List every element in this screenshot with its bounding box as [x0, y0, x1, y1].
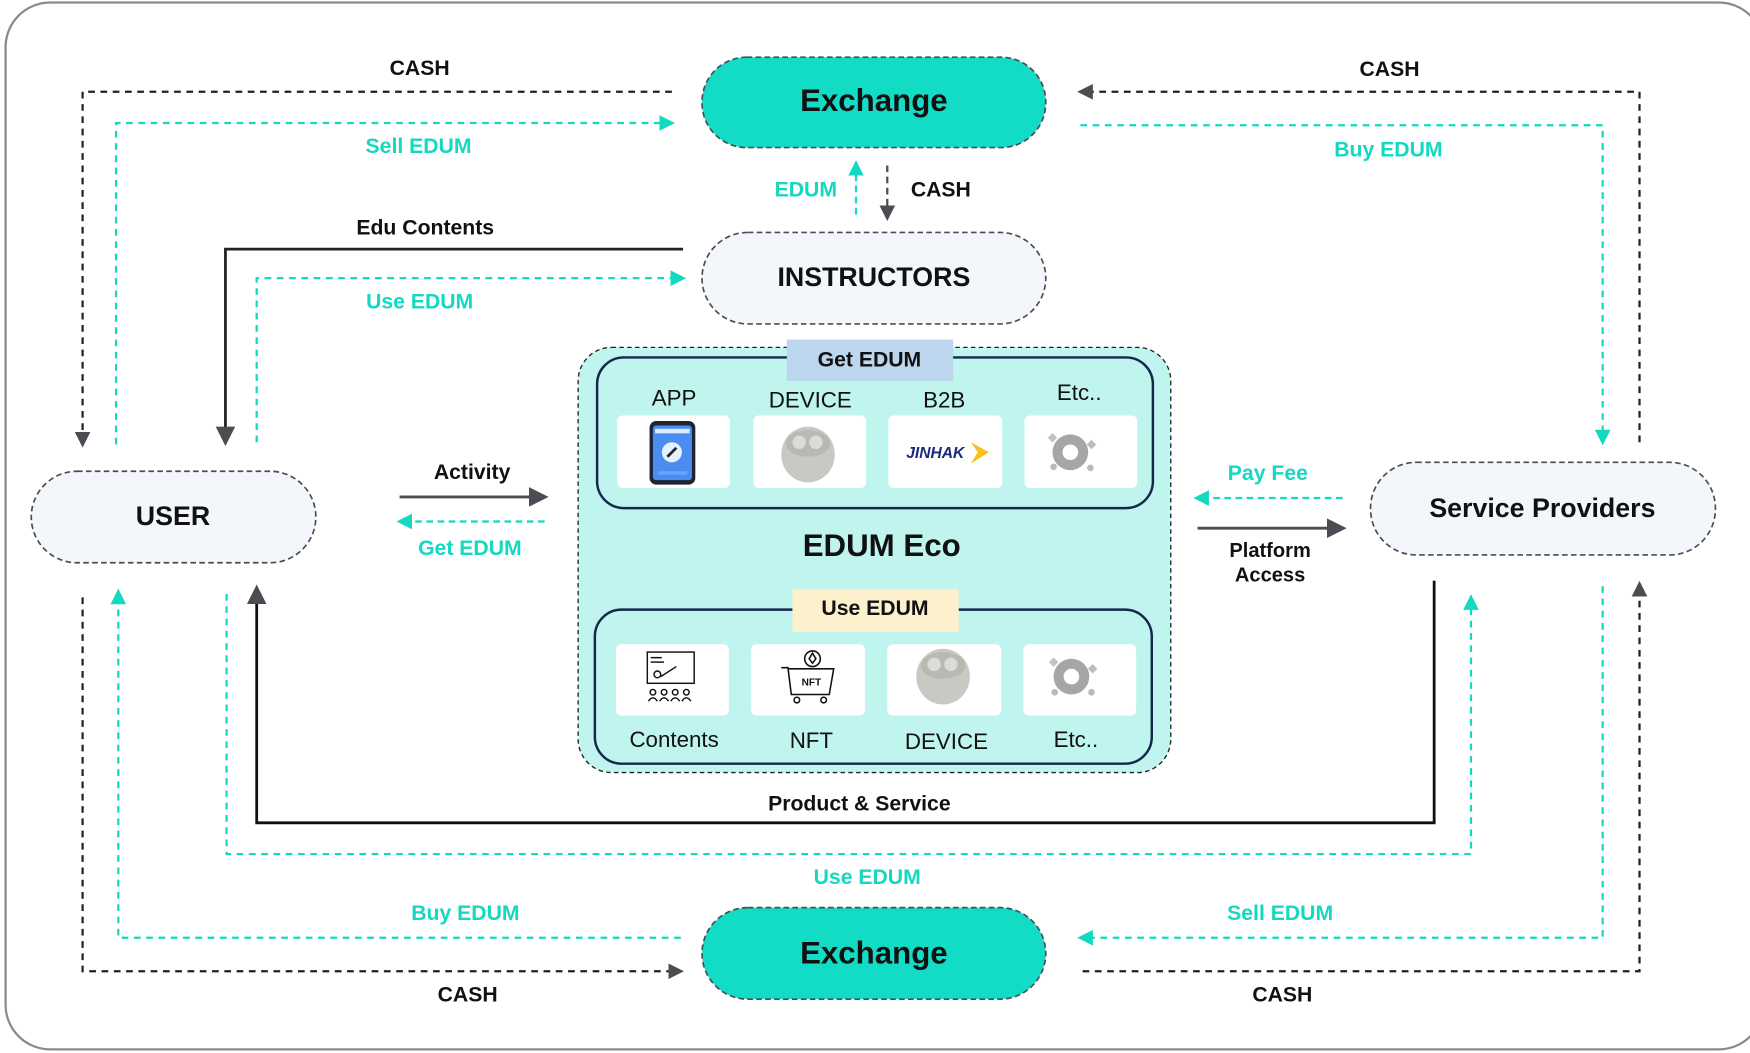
edum-eco-panel: EDUM Eco Get EDUM APP DEVICE B2B Etc.. [577, 339, 1172, 774]
flow-sp-exchange-top: CASH Buy EDUM [1077, 58, 1641, 446]
flow-product-service: Product & Service [246, 580, 1436, 825]
buy-edum-line-bottom-left [110, 588, 681, 939]
label-pay-fee: Pay Fee [1228, 462, 1308, 485]
get-item-app[interactable] [617, 415, 730, 488]
use-item-label: NFT [790, 728, 834, 753]
product-service-line [246, 580, 1436, 825]
sell-edum-line-top-left [114, 115, 675, 445]
flow-use-edum-bottom: Use EDUM [225, 594, 1479, 889]
use-item-label: Etc.. [1054, 727, 1099, 752]
label-exchange-edum: EDUM [775, 179, 837, 202]
get-edum-section: Get EDUM APP DEVICE B2B Etc.. [595, 339, 1155, 510]
label-bottom-left-buy: Buy EDUM [411, 902, 519, 925]
flow-exchange-instructors: EDUM CASH [775, 160, 971, 222]
jinhak-logo-icon: JINHAK [906, 442, 989, 464]
label-product-service: Product & Service [768, 793, 951, 816]
get-item-etc[interactable] [1024, 415, 1138, 488]
svg-text:NFT: NFT [802, 678, 822, 689]
service-providers-label: Service Providers [1429, 493, 1655, 523]
flow-user-exchange-bottom: Buy EDUM CASH [81, 588, 684, 1006]
flow-user-eco: Activity Get EDUM [396, 461, 549, 560]
earbuds-device-icon [916, 648, 970, 705]
exchange-top-label: Exchange [800, 83, 948, 118]
buy-edum-line-top-right [1080, 124, 1611, 446]
node-instructors[interactable]: INSTRUCTORS [701, 231, 1047, 325]
misc-crypto-icon [1048, 657, 1098, 696]
smartphone-app-icon [649, 421, 696, 485]
label-use-edum-bottom: Use EDUM [814, 866, 921, 889]
get-item-device[interactable] [753, 415, 867, 488]
label-top-right-buy: Buy EDUM [1334, 139, 1442, 162]
get-edum-tag [786, 339, 954, 381]
label-exchange-cash: CASH [911, 179, 971, 202]
get-item-label: Etc.. [1057, 380, 1102, 405]
use-item-contents[interactable] [616, 644, 729, 716]
lecture-contents-icon [646, 651, 695, 702]
node-exchange-top[interactable]: Exchange [701, 56, 1047, 149]
sell-edum-line-bottom-right [1077, 586, 1604, 946]
cash-line-top-left [74, 90, 672, 448]
eco-title: EDUM Eco [803, 528, 961, 563]
earbuds-device-icon [781, 426, 835, 483]
user-label: USER [136, 501, 210, 531]
get-item-label: APP [652, 385, 697, 410]
label-top-left-sell: Sell EDUM [366, 135, 472, 158]
label-bottom-right-cash: CASH [1252, 983, 1312, 1006]
use-item-etc[interactable] [1023, 644, 1137, 716]
cash-line-top-right [1077, 83, 1641, 443]
label-use-edum-instructors: Use EDUM [366, 290, 473, 313]
label-edu-contents: Edu Contents [356, 217, 494, 240]
flow-instructors-user: Edu Contents Use EDUM [215, 217, 687, 447]
misc-crypto-icon [1047, 433, 1097, 472]
cash-line-bottom-left [81, 597, 684, 980]
label-bottom-left-cash: CASH [438, 983, 498, 1006]
use-edum-tag-label: Use EDUM [821, 597, 928, 620]
use-edum-tag [792, 589, 959, 632]
exchange-bottom-label: Exchange [800, 935, 948, 970]
use-edum-section: Use EDUM [593, 589, 1154, 765]
label-activity: Activity [434, 461, 511, 484]
use-edum-instructors-line [255, 270, 687, 443]
node-user[interactable]: USER [30, 470, 317, 564]
label-bottom-right-sell: Sell EDUM [1227, 902, 1333, 925]
use-item-device[interactable] [887, 644, 1002, 716]
use-edum-bottom-line [225, 594, 1479, 856]
get-item-b2b[interactable]: JINHAK [888, 415, 1003, 488]
get-edum-tag-label: Get EDUM [818, 348, 922, 371]
use-item-label: Contents [629, 727, 718, 752]
label-top-left-cash: CASH [390, 57, 450, 80]
label-access: Access [1235, 565, 1305, 587]
flow-user-exchange-top: CASH Sell EDUM [74, 57, 675, 448]
flow-sp-exchange-bottom: Sell EDUM CASH [1077, 580, 1648, 1006]
label-top-right-cash: CASH [1359, 58, 1419, 81]
use-item-label: DEVICE [905, 729, 988, 754]
cash-line-bottom-right [1082, 580, 1648, 973]
use-item-nft[interactable]: NFT [751, 644, 865, 716]
instructors-label: INSTRUCTORS [777, 262, 970, 292]
label-get-edum-user: Get EDUM [418, 537, 522, 560]
get-item-label: B2B [923, 388, 965, 413]
label-platform: Platform [1229, 540, 1310, 562]
get-item-label: DEVICE [769, 388, 852, 413]
flow-sp-eco: Pay Fee Platform Access [1193, 462, 1347, 587]
node-service-providers[interactable]: Service Providers [1369, 461, 1717, 556]
svg-text:JINHAK: JINHAK [906, 445, 966, 462]
edu-contents-line [215, 247, 684, 447]
node-exchange-bottom[interactable]: Exchange [701, 906, 1047, 1000]
nft-cart-icon: NFT [781, 650, 835, 704]
